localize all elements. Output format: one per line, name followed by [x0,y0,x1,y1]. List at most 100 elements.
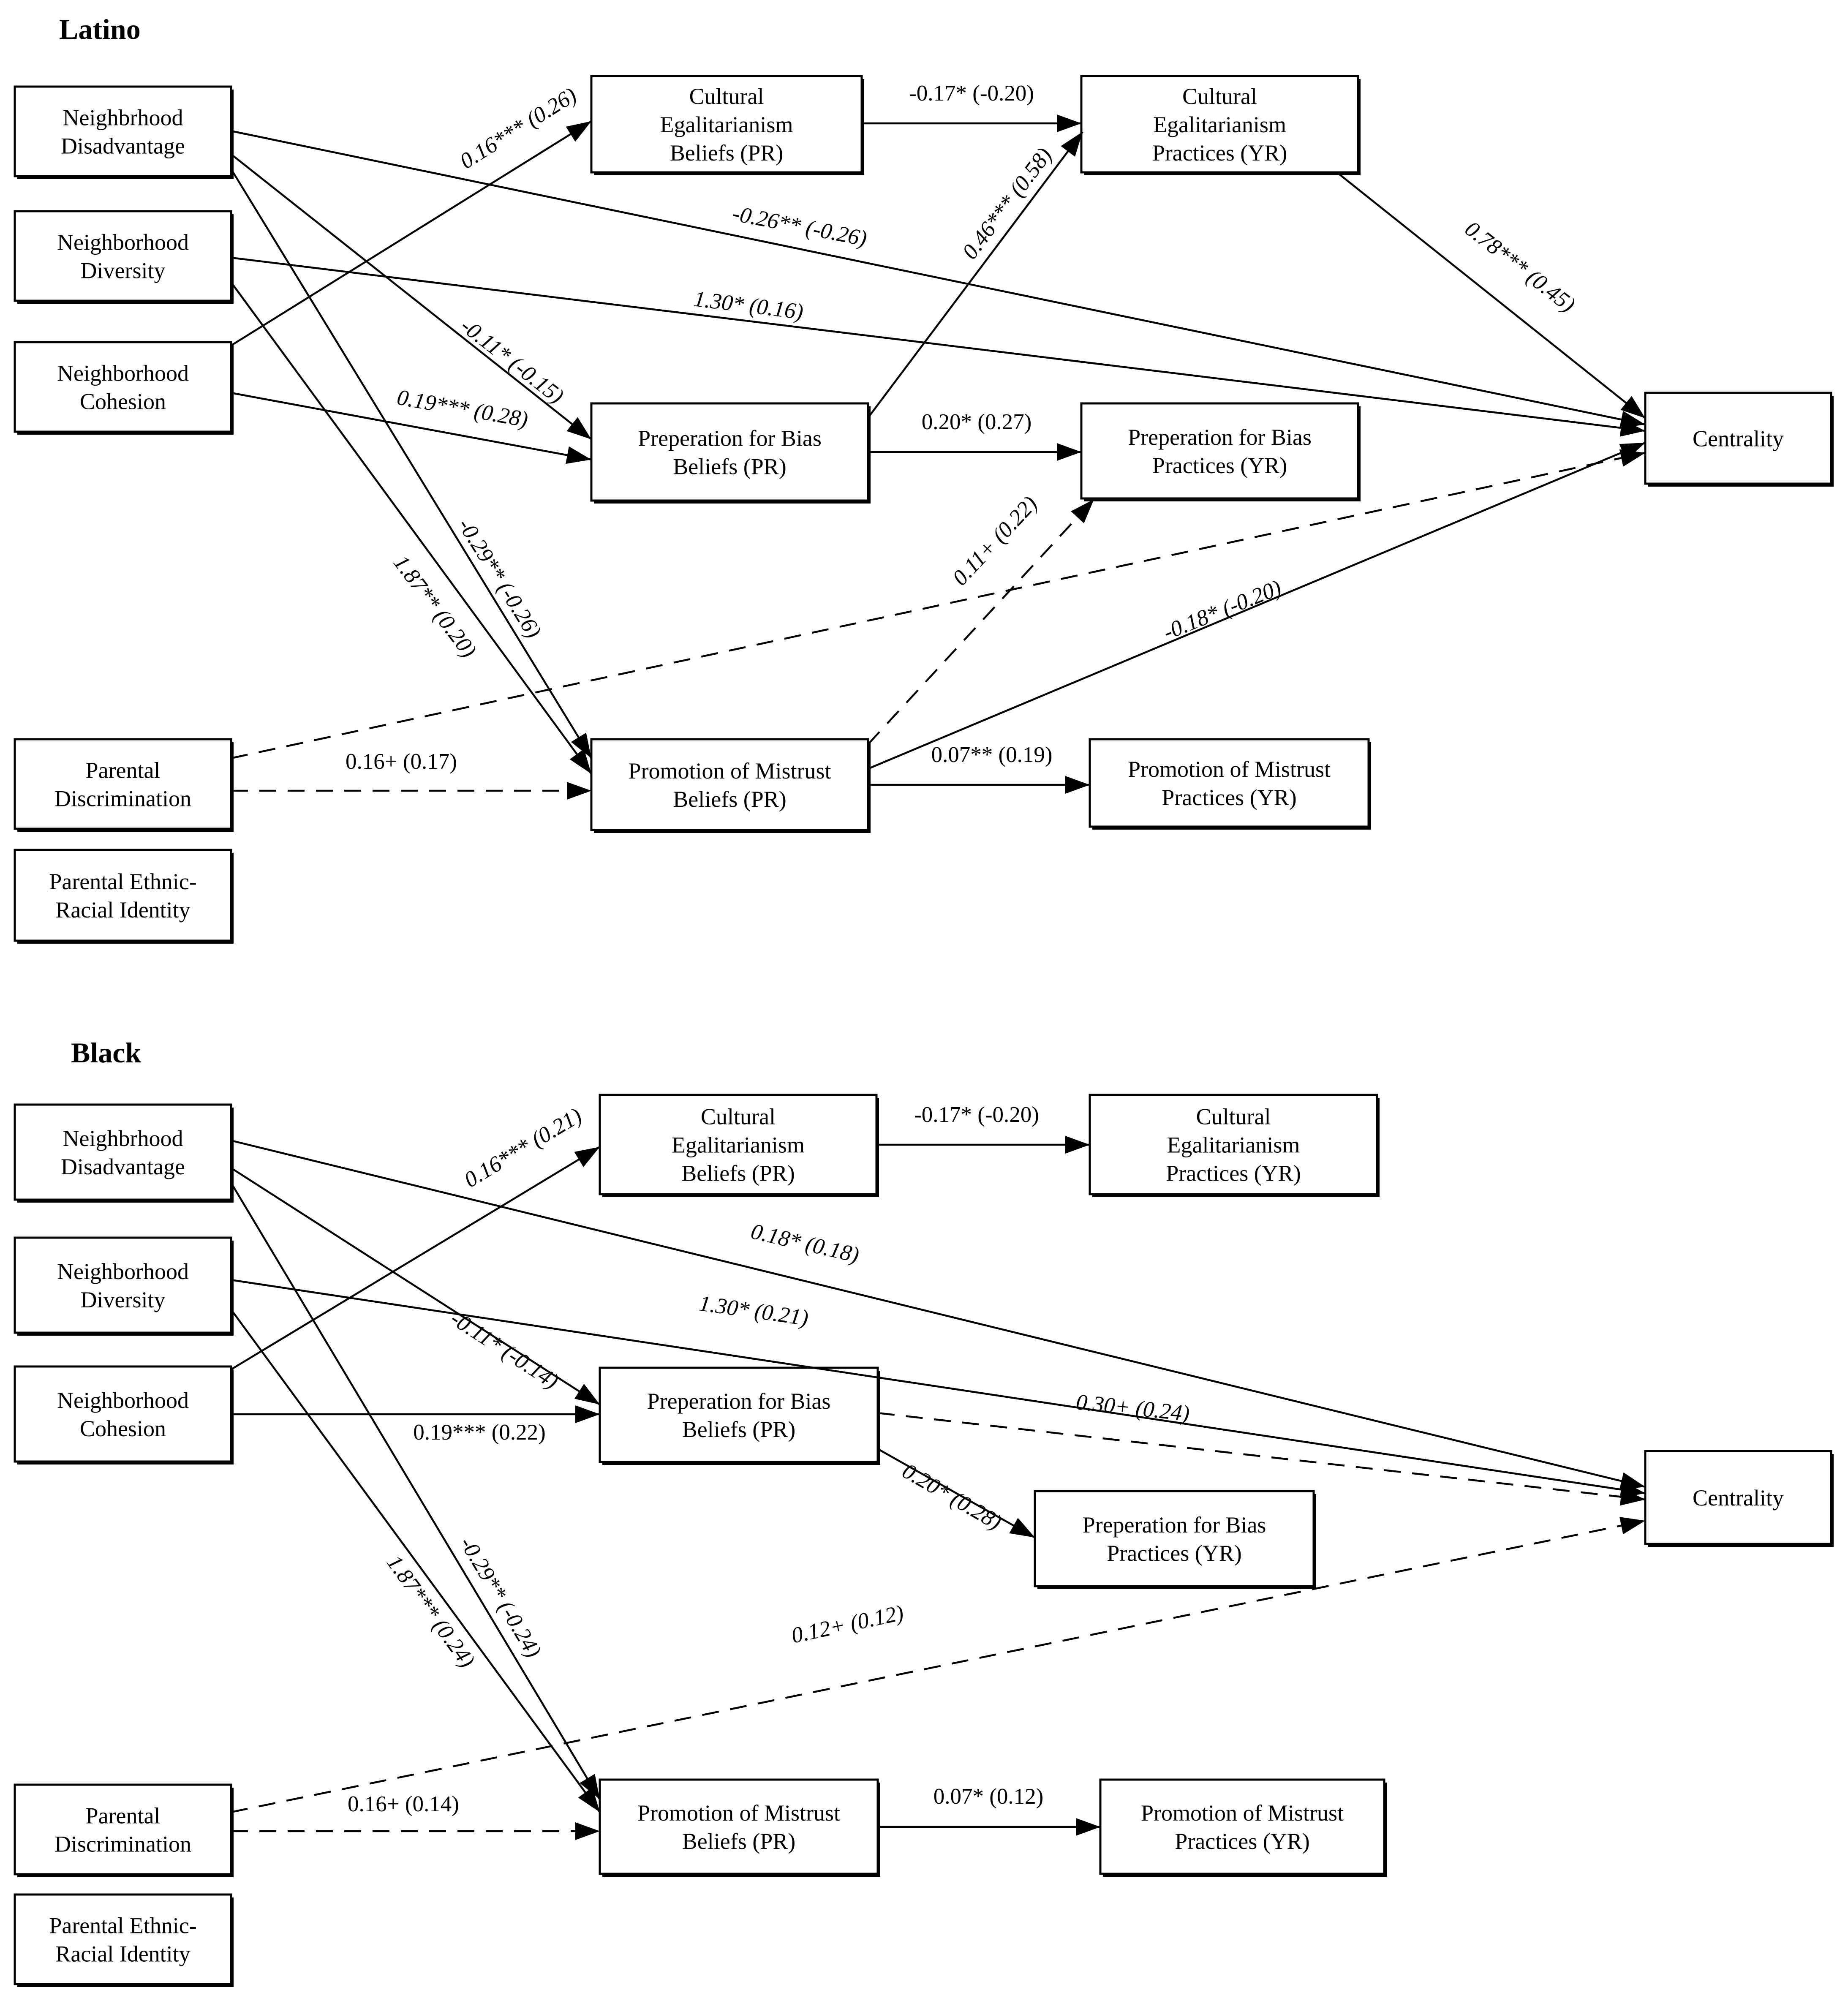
edge-label-neighborhood-diversity-to-centrality: 1.30* (0.21) [697,1291,810,1331]
node-box [599,1094,878,1195]
edge-label-preparation-for-bias-beliefs-to-centrality: 0.30+ (0.24) [1075,1390,1191,1426]
edge-parental-discrimination-to-centrality [231,1517,1646,1813]
edge-label-neighborhood-disadvantage-to-centrality: -0.26** (-0.26) [730,201,869,251]
edge-preparation-for-bias-beliefs-to-centrality [877,1412,1646,1506]
edge-label-neighborhood-cohesion-to-preparation-for-bias-beliefs: 0.19*** (0.22) [413,1420,546,1445]
node-label-centrality: Centrality [1693,426,1784,452]
node-box [1099,1778,1385,1875]
node-box [1089,1094,1378,1195]
node-box [14,1103,232,1201]
edge-neighborhood-disadvantage-to-preparation-for-bias-beliefs [230,153,592,440]
node-box [1644,392,1832,485]
node-label-parental-ethnic-racial-identity: Parental Ethnic-Racial Identity [49,1913,196,1967]
edge-label-promotion-of-mistrust-beliefs-to-preparation-for-bias-practices: 0.11+ (0.22) [948,491,1042,590]
edge-neighborhood-diversity-to-promotion-of-mistrust-beliefs [230,281,592,775]
node-latino-parental-ethnic-racial-identity: Parental Ethnic-Racial Identity [14,849,234,944]
node-box [14,210,232,302]
node-box [1080,75,1359,174]
node-box [1080,402,1359,500]
edge-neighborhood-disadvantage-to-centrality [231,1139,1646,1490]
edge-label-neighborhood-diversity-to-centrality: 1.30* (0.16) [692,286,805,324]
node-box [14,738,232,830]
node-box [1034,1490,1315,1587]
edge-label-preparation-for-bias-beliefs-to-cultural-egalitarianism-practices: 0.46*** (0.58) [958,143,1057,264]
panel-title-latino: Latino [59,13,141,45]
node-box [14,341,232,433]
node-box [599,1366,879,1463]
node-black-centrality: Centrality [1644,1450,1834,1547]
node-box [1089,738,1370,828]
edge-neighborhood-disadvantage-to-centrality [231,130,1646,428]
node-box [14,1783,232,1876]
node-box [590,738,869,831]
edge-label-promotion-of-mistrust-beliefs-to-centrality: -0.18* (-0.20) [1160,575,1285,645]
edge-neighborhood-cohesion-to-preparation-for-bias-beliefs [231,392,592,464]
edge-neighborhood-diversity-to-centrality [231,256,1646,437]
node-box [14,1365,232,1463]
edge-preparation-for-bias-beliefs-to-preparation-for-bias-practices [877,1448,1036,1538]
edge-label-neighborhood-diversity-to-promotion-of-mistrust-beliefs: 1.87** (0.20) [389,551,481,662]
node-black-parental-ethnic-racial-identity: Parental Ethnic-Racial Identity [14,1893,234,1987]
node-label-parental-ethnic-racial-identity: Parental Ethnic-Racial Identity [49,869,196,923]
edge-parental-discrimination-to-centrality [231,449,1646,759]
node-box [590,402,869,502]
node-box [1644,1450,1832,1545]
edge-label-neighborhood-disadvantage-to-promotion-of-mistrust-beliefs: -0.29** (-0.26) [453,514,546,642]
node-box [14,849,232,942]
edge-label-promotion-of-mistrust-beliefs-to-promotion-of-mistrust-practices: 0.07* (0.12) [934,1784,1044,1809]
edge-neighborhood-disadvantage-to-promotion-of-mistrust-beliefs [230,1182,601,1800]
node-latino-centrality: Centrality [1644,392,1834,487]
edge-label-neighborhood-disadvantage-to-centrality: 0.18* (0.18) [748,1219,861,1268]
edge-promotion-of-mistrust-beliefs-to-centrality [868,441,1646,770]
edge-label-neighborhood-cohesion-to-cultural-egalitarianism-beliefs: 0.16*** (0.21) [460,1103,586,1192]
node-box [599,1778,879,1875]
node-box [14,1236,232,1334]
edge-preparation-for-bias-beliefs-to-cultural-egalitarianism-practices [868,131,1083,417]
edge-neighborhood-cohesion-to-cultural-egalitarianism-beliefs [230,120,592,346]
edge-label-parental-discrimination-to-promotion-of-mistrust-beliefs: 0.16+ (0.14) [348,1792,459,1816]
edge-label-neighborhood-disadvantage-to-preparation-for-bias-beliefs: -0.11* (-0.14) [446,1306,563,1394]
edge-neighborhood-diversity-to-promotion-of-mistrust-beliefs [230,1309,601,1813]
node-box [590,75,863,174]
node-box [14,1893,232,1985]
edge-label-cultural-egalitarianism-practices-to-centrality: 0.78*** (0.45) [1460,216,1580,317]
panel-title-black: Black [71,1037,141,1069]
edge-label-cultural-egalitarianism-beliefs-to-cultural-egalitarianism-practices: -0.17* (-0.20) [909,81,1034,106]
edge-neighborhood-cohesion-to-cultural-egalitarianism-beliefs [230,1146,601,1370]
node-label-centrality: Centrality [1693,1485,1784,1511]
